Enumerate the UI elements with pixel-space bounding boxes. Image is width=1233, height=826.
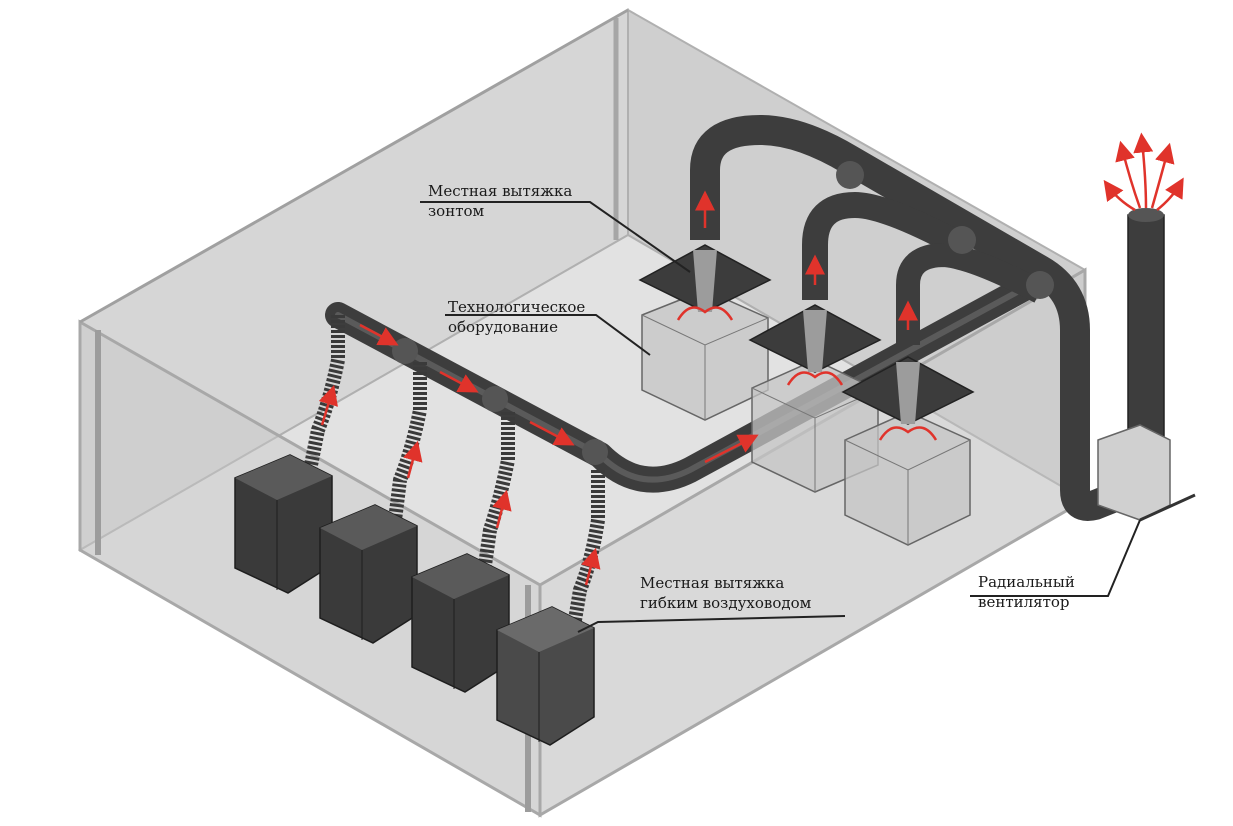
airflow-arrow (318, 384, 338, 426)
airflow-arrow (704, 434, 759, 464)
duct-joint (482, 386, 508, 412)
cabinet-1 (234, 454, 333, 594)
hood-1 (638, 244, 772, 313)
label-fan-line1: Радиальный (978, 573, 1075, 591)
fan-base (1139, 493, 1196, 522)
cabinet-2 (319, 504, 418, 644)
exhaust-arrow (1133, 132, 1154, 209)
hood-3 (841, 356, 975, 425)
leader-hood (420, 201, 691, 273)
cabinet-4 (496, 606, 595, 746)
hood-duct-3 (896, 243, 1046, 345)
duct-joint (582, 439, 608, 465)
label-fan: Радиальный вентилятор (978, 572, 1075, 612)
label-hood: Местная вытяжка зонтом (428, 181, 572, 221)
cabinet-3 (411, 553, 510, 693)
label-equipment-line2: оборудование (448, 318, 559, 336)
fan-housing (1097, 424, 1171, 521)
duct-joint (392, 338, 418, 364)
cabinets (234, 454, 595, 746)
room-top-edge (79, 8, 629, 324)
suction-swirl (676, 306, 734, 321)
duct-joint (1026, 271, 1054, 299)
duct-joint (948, 226, 976, 254)
suction-swirl (786, 371, 844, 386)
leader-flexible (577, 615, 846, 633)
airflow-arrow (359, 323, 399, 346)
suction-swirl (878, 426, 938, 441)
exhaust-arrow (1156, 177, 1184, 211)
flex-duct-4 (568, 470, 605, 622)
label-equipment-line1: Технологическое (448, 298, 586, 316)
leader-fan (970, 519, 1141, 597)
exhaust-arrow (1103, 179, 1136, 212)
label-flexible-line2: гибким воздуховодом (640, 594, 812, 612)
label-equipment: Технологическое оборудование (448, 297, 585, 337)
hoods (638, 244, 975, 425)
leader-equipment (445, 314, 651, 356)
hood-ducts (690, 115, 1126, 521)
airflow-arrow (529, 420, 575, 446)
radial-fan (1097, 208, 1196, 522)
airflow-arrow (492, 489, 512, 529)
label-fan-line2: вентилятор (978, 593, 1070, 611)
exhaust-arrow (1115, 140, 1142, 209)
exhaust-stack-top (1128, 208, 1164, 222)
hood-duct-2 (802, 192, 967, 300)
flex-duct-1 (303, 315, 345, 472)
label-flexible: Местная вытяжка гибким воздуховодом (640, 573, 811, 613)
label-hood-line2: зонтом (428, 202, 485, 220)
leader-lines (420, 201, 1141, 633)
hood-2 (748, 304, 882, 373)
exhaust-stack (1127, 214, 1165, 461)
label-hood-line1: Местная вытяжка (428, 182, 573, 200)
hood-duct-1 (690, 115, 1126, 521)
exhaust-arrow (1150, 142, 1175, 209)
airflow-arrows (318, 132, 1184, 586)
airflow-arrow (403, 440, 423, 479)
airflow-arrow (439, 370, 479, 393)
label-flexible-line1: Местная вытяжка (640, 574, 785, 592)
airflow-arrow (581, 547, 601, 586)
duct-joint (836, 161, 864, 189)
